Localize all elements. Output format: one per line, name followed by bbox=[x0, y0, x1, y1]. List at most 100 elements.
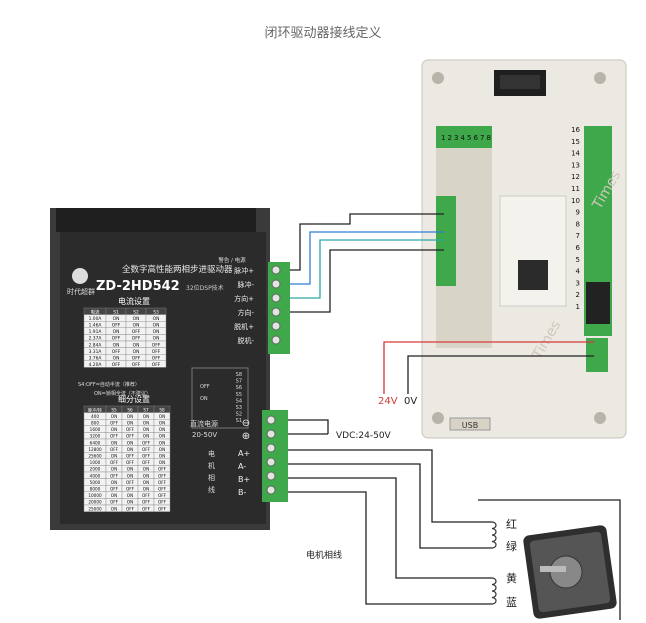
terminal-number: 4 bbox=[461, 134, 466, 142]
signal-label: 脉冲+ bbox=[234, 266, 254, 275]
table-cell: ON bbox=[159, 447, 165, 452]
table-cell: 800 bbox=[91, 421, 99, 426]
table-cell: ON bbox=[113, 342, 120, 348]
terminal-screw bbox=[271, 279, 281, 289]
table-cell: OFF bbox=[126, 427, 135, 432]
table-cell: ON bbox=[133, 342, 140, 348]
terminal-screw bbox=[271, 265, 281, 275]
table-cell: ON bbox=[127, 421, 133, 426]
dip-switch-label: S1 bbox=[236, 418, 242, 424]
table-cell: ON bbox=[111, 493, 117, 498]
table-cell: ON bbox=[113, 356, 120, 362]
table-cell: ON bbox=[143, 414, 149, 419]
table-cell: OFF bbox=[132, 356, 141, 362]
terminal-screw bbox=[266, 443, 276, 453]
wire-b-plus bbox=[288, 477, 492, 579]
terminal-screw bbox=[271, 307, 281, 317]
usb-label: USB bbox=[462, 421, 478, 430]
table-cell: ON bbox=[127, 493, 133, 498]
vdc-label: VDC:24-50V bbox=[336, 431, 392, 441]
terminal-number: 2 bbox=[576, 291, 580, 299]
table-cell: 4.20A bbox=[89, 362, 102, 368]
table-cell: ON bbox=[143, 473, 149, 478]
table-cell: 400 bbox=[91, 414, 99, 419]
microstep-table-title: 细分设置 bbox=[118, 394, 150, 404]
table-cell: OFF bbox=[142, 447, 151, 452]
table-cell: 25000 bbox=[88, 506, 102, 511]
table-cell: 4000 bbox=[90, 473, 101, 478]
terminal-number: 6 bbox=[474, 134, 479, 142]
table-cell: ON bbox=[159, 434, 165, 439]
table-cell: OFF bbox=[126, 434, 135, 439]
terminal-number: 9 bbox=[576, 209, 580, 217]
table-cell: OFF bbox=[158, 493, 167, 498]
table-cell: ON bbox=[159, 427, 165, 432]
table-cell: 电流 bbox=[91, 308, 100, 315]
table-cell: OFF bbox=[158, 500, 167, 505]
table-cell: OFF bbox=[142, 493, 151, 498]
motor-pin-label: B- bbox=[238, 488, 246, 497]
driver-subtitle: 全数字高性能两相步进驱动器 bbox=[122, 264, 233, 275]
table-cell: ON bbox=[111, 454, 117, 459]
screw-hole bbox=[594, 412, 606, 424]
table-cell: ON bbox=[153, 329, 160, 335]
wire-dir-plus bbox=[290, 239, 444, 299]
table-cell: OFF bbox=[132, 336, 141, 342]
brand-logo-icon bbox=[72, 268, 88, 284]
terminal-block-left bbox=[436, 196, 456, 286]
table-cell: ON bbox=[113, 316, 120, 322]
driver-dsp-label: 32位DSP技术 bbox=[186, 284, 224, 292]
motor-label-char: 线 bbox=[208, 485, 215, 494]
table-cell: ON bbox=[159, 421, 165, 426]
table-cell: ON bbox=[111, 440, 117, 445]
power-motor-terminal-block bbox=[262, 410, 288, 502]
dip-switch-label: S4 bbox=[236, 398, 242, 404]
terminal-number: 15 bbox=[571, 138, 580, 146]
terminal-number: 1 bbox=[441, 134, 445, 142]
table-cell: ON bbox=[133, 323, 140, 329]
terminal-number: 2 bbox=[448, 134, 452, 142]
table-cell: 1000 bbox=[90, 460, 101, 465]
table-cell: ON bbox=[159, 454, 165, 459]
table-cell: ON bbox=[143, 487, 149, 492]
table-cell: ON bbox=[133, 316, 140, 322]
table-cell: OFF bbox=[126, 487, 135, 492]
table-cell: OFF bbox=[132, 362, 141, 368]
wires bbox=[288, 213, 621, 620]
table-cell: ON bbox=[153, 323, 160, 329]
table-cell: ON bbox=[143, 427, 149, 432]
coil-symbols bbox=[491, 521, 497, 605]
table-cell: ON bbox=[159, 440, 165, 445]
motor-label-char: 相 bbox=[208, 473, 215, 482]
table-cell: 3200 bbox=[90, 434, 101, 439]
terminal-number: 12 bbox=[571, 173, 580, 181]
table-cell: OFF bbox=[152, 356, 161, 362]
terminal-number: 11 bbox=[571, 185, 580, 193]
terminal-number: 4 bbox=[576, 268, 581, 276]
connector-header bbox=[586, 282, 610, 324]
terminal-screw bbox=[266, 415, 276, 425]
table-cell: ON bbox=[127, 414, 133, 419]
stepper-driver: 全数字高性能两相步进驱动器 ZD-2HD542 32位DSP技术 时代超群 电流… bbox=[50, 208, 290, 530]
table-cell: OFF bbox=[142, 460, 151, 465]
table-cell: OFF bbox=[110, 447, 119, 452]
table-cell: 2.37A bbox=[89, 336, 102, 342]
dip-switch-label: S3 bbox=[236, 405, 242, 411]
table-cell: ON bbox=[127, 500, 133, 505]
table-cell: ON bbox=[127, 473, 133, 478]
table-cell: S5 bbox=[111, 407, 117, 412]
dip-switch-label: S2 bbox=[236, 412, 242, 418]
table-cell: OFF bbox=[126, 506, 135, 511]
table-cell: OFF bbox=[152, 349, 161, 355]
color-label-green: 绿 bbox=[506, 539, 517, 553]
table-cell: OFF bbox=[110, 460, 119, 465]
table-cell: OFF bbox=[126, 454, 135, 459]
motor-pin-label: B+ bbox=[238, 475, 250, 484]
table-cell: S6 bbox=[127, 407, 133, 412]
screw-hole bbox=[432, 72, 444, 84]
s4-note: ON=锁相全流（不建议） bbox=[94, 390, 151, 397]
signal-header: 警告 / 电源 bbox=[218, 256, 246, 264]
color-label-yellow: 黄 bbox=[506, 571, 517, 585]
table-cell: OFF bbox=[110, 487, 119, 492]
